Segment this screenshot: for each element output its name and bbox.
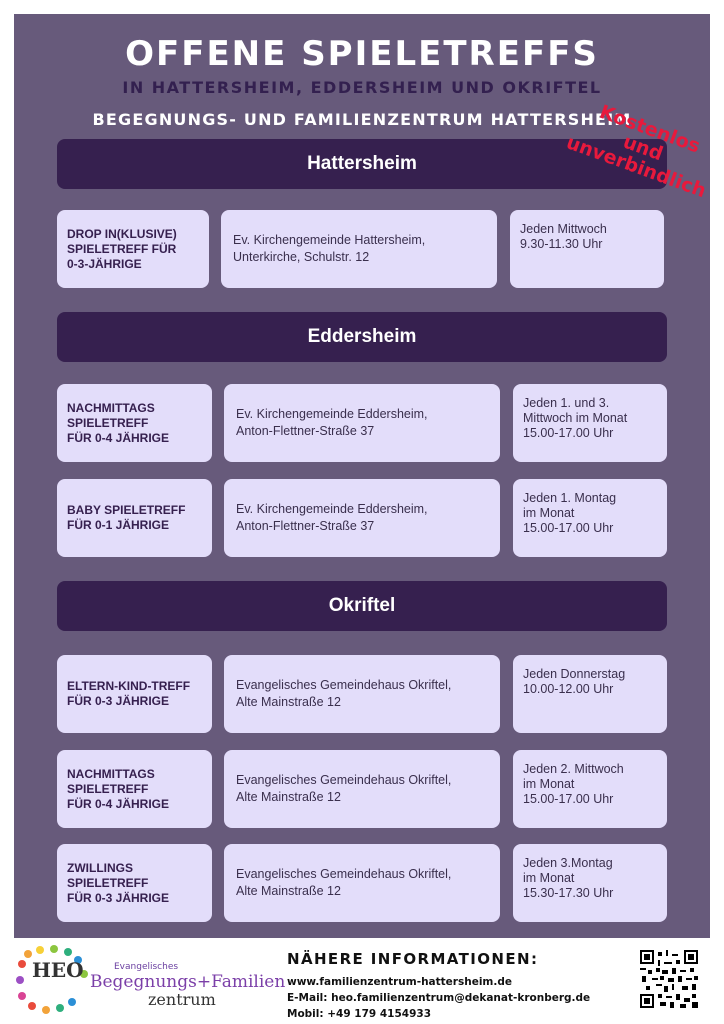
section-bar-eddersheim: Eddersheim: [57, 312, 667, 362]
footer-email-link[interactable]: E-Mail: heo.familienzentrum@dekanat-kron…: [287, 992, 591, 1004]
page-subtitle: IN HATTERSHEIM, EDDERSHEIM UND OKRIFTEL: [122, 78, 602, 97]
event-time: Jeden Mittwoch 9.30-11.30 Uhr: [510, 210, 664, 288]
logo-small-text: Evangelisches: [114, 962, 179, 972]
footer-info: NÄHERE INFORMATIONEN: www.familienzentru…: [287, 950, 627, 1022]
footer-website-link[interactable]: www.familienzentrum-hattersheim.de: [287, 976, 512, 988]
event-place: Ev. Kirchengemeinde Hattersheim, Unterki…: [221, 210, 497, 288]
page-title: OFFENE SPIELETREFFS: [125, 34, 599, 74]
event-time: Jeden 1. Montag im Monat 15.00-17.00 Uhr: [513, 479, 667, 557]
event-time: Jeden 3.Montag im Monat 15.30-17.30 Uhr: [513, 844, 667, 922]
logo-main-text: Begegnungs+Familien: [90, 972, 286, 992]
event-place: Ev. Kirchengemeinde Eddersheim, Anton-Fl…: [224, 479, 500, 557]
event-title: NACHMITTAGS SPIELETREFF FÜR 0-4 JÄHRIGE: [57, 750, 212, 828]
event-title: ELTERN-KIND-TREFF FÜR 0-3 JÄHRIGE: [57, 655, 212, 733]
footprints-icon: [16, 945, 88, 1014]
event-time: Jeden Donnerstag 10.00-12.00 Uhr: [513, 655, 667, 733]
event-title: ZWILLINGS SPIELETREFF FÜR 0-3 JÄHRIGE: [57, 844, 212, 922]
event-place: Evangelisches Gemeindehaus Okriftel, Alt…: [224, 750, 500, 828]
event-title: DROP IN(KLUSIVE) SPIELETREFF FÜR 0-3-JÄH…: [57, 210, 209, 288]
heo-logo: HEO Evangelisches Begegnungs+Familien ze…: [14, 944, 285, 1018]
footer-heading: NÄHERE INFORMATIONEN:: [287, 950, 539, 968]
event-time: Jeden 1. und 3. Mittwoch im Monat 15.00-…: [513, 384, 667, 462]
event-title: BABY SPIELETREFF FÜR 0-1 JÄHRIGE: [57, 479, 212, 557]
event-place: Evangelisches Gemeindehaus Okriftel, Alt…: [224, 844, 500, 922]
logo-heo-text: HEO: [32, 958, 84, 982]
event-place: Ev. Kirchengemeinde Eddersheim, Anton-Fl…: [224, 384, 500, 462]
footer-phone: Mobil: +49 179 4154933: [287, 1008, 432, 1020]
event-title: NACHMITTAGS SPIELETREFF FÜR 0-4 JÄHRIGE: [57, 384, 212, 462]
section-bar-okriftel: Okriftel: [57, 581, 667, 631]
event-place: Evangelisches Gemeindehaus Okriftel, Alt…: [224, 655, 500, 733]
logo-main2-text: zentrum: [148, 990, 216, 1009]
center-name: BEGEGNUNGS- UND FAMILIENZENTRUM HATTERSH…: [92, 110, 632, 129]
event-time: Jeden 2. Mittwoch im Monat 15.00-17.00 U…: [513, 750, 667, 828]
section-bar-hattersheim: Hattersheim: [57, 139, 667, 189]
poster: OFFENE SPIELETREFFS IN HATTERSHEIM, EDDE…: [14, 14, 710, 938]
qr-code-icon[interactable]: [640, 950, 698, 1008]
